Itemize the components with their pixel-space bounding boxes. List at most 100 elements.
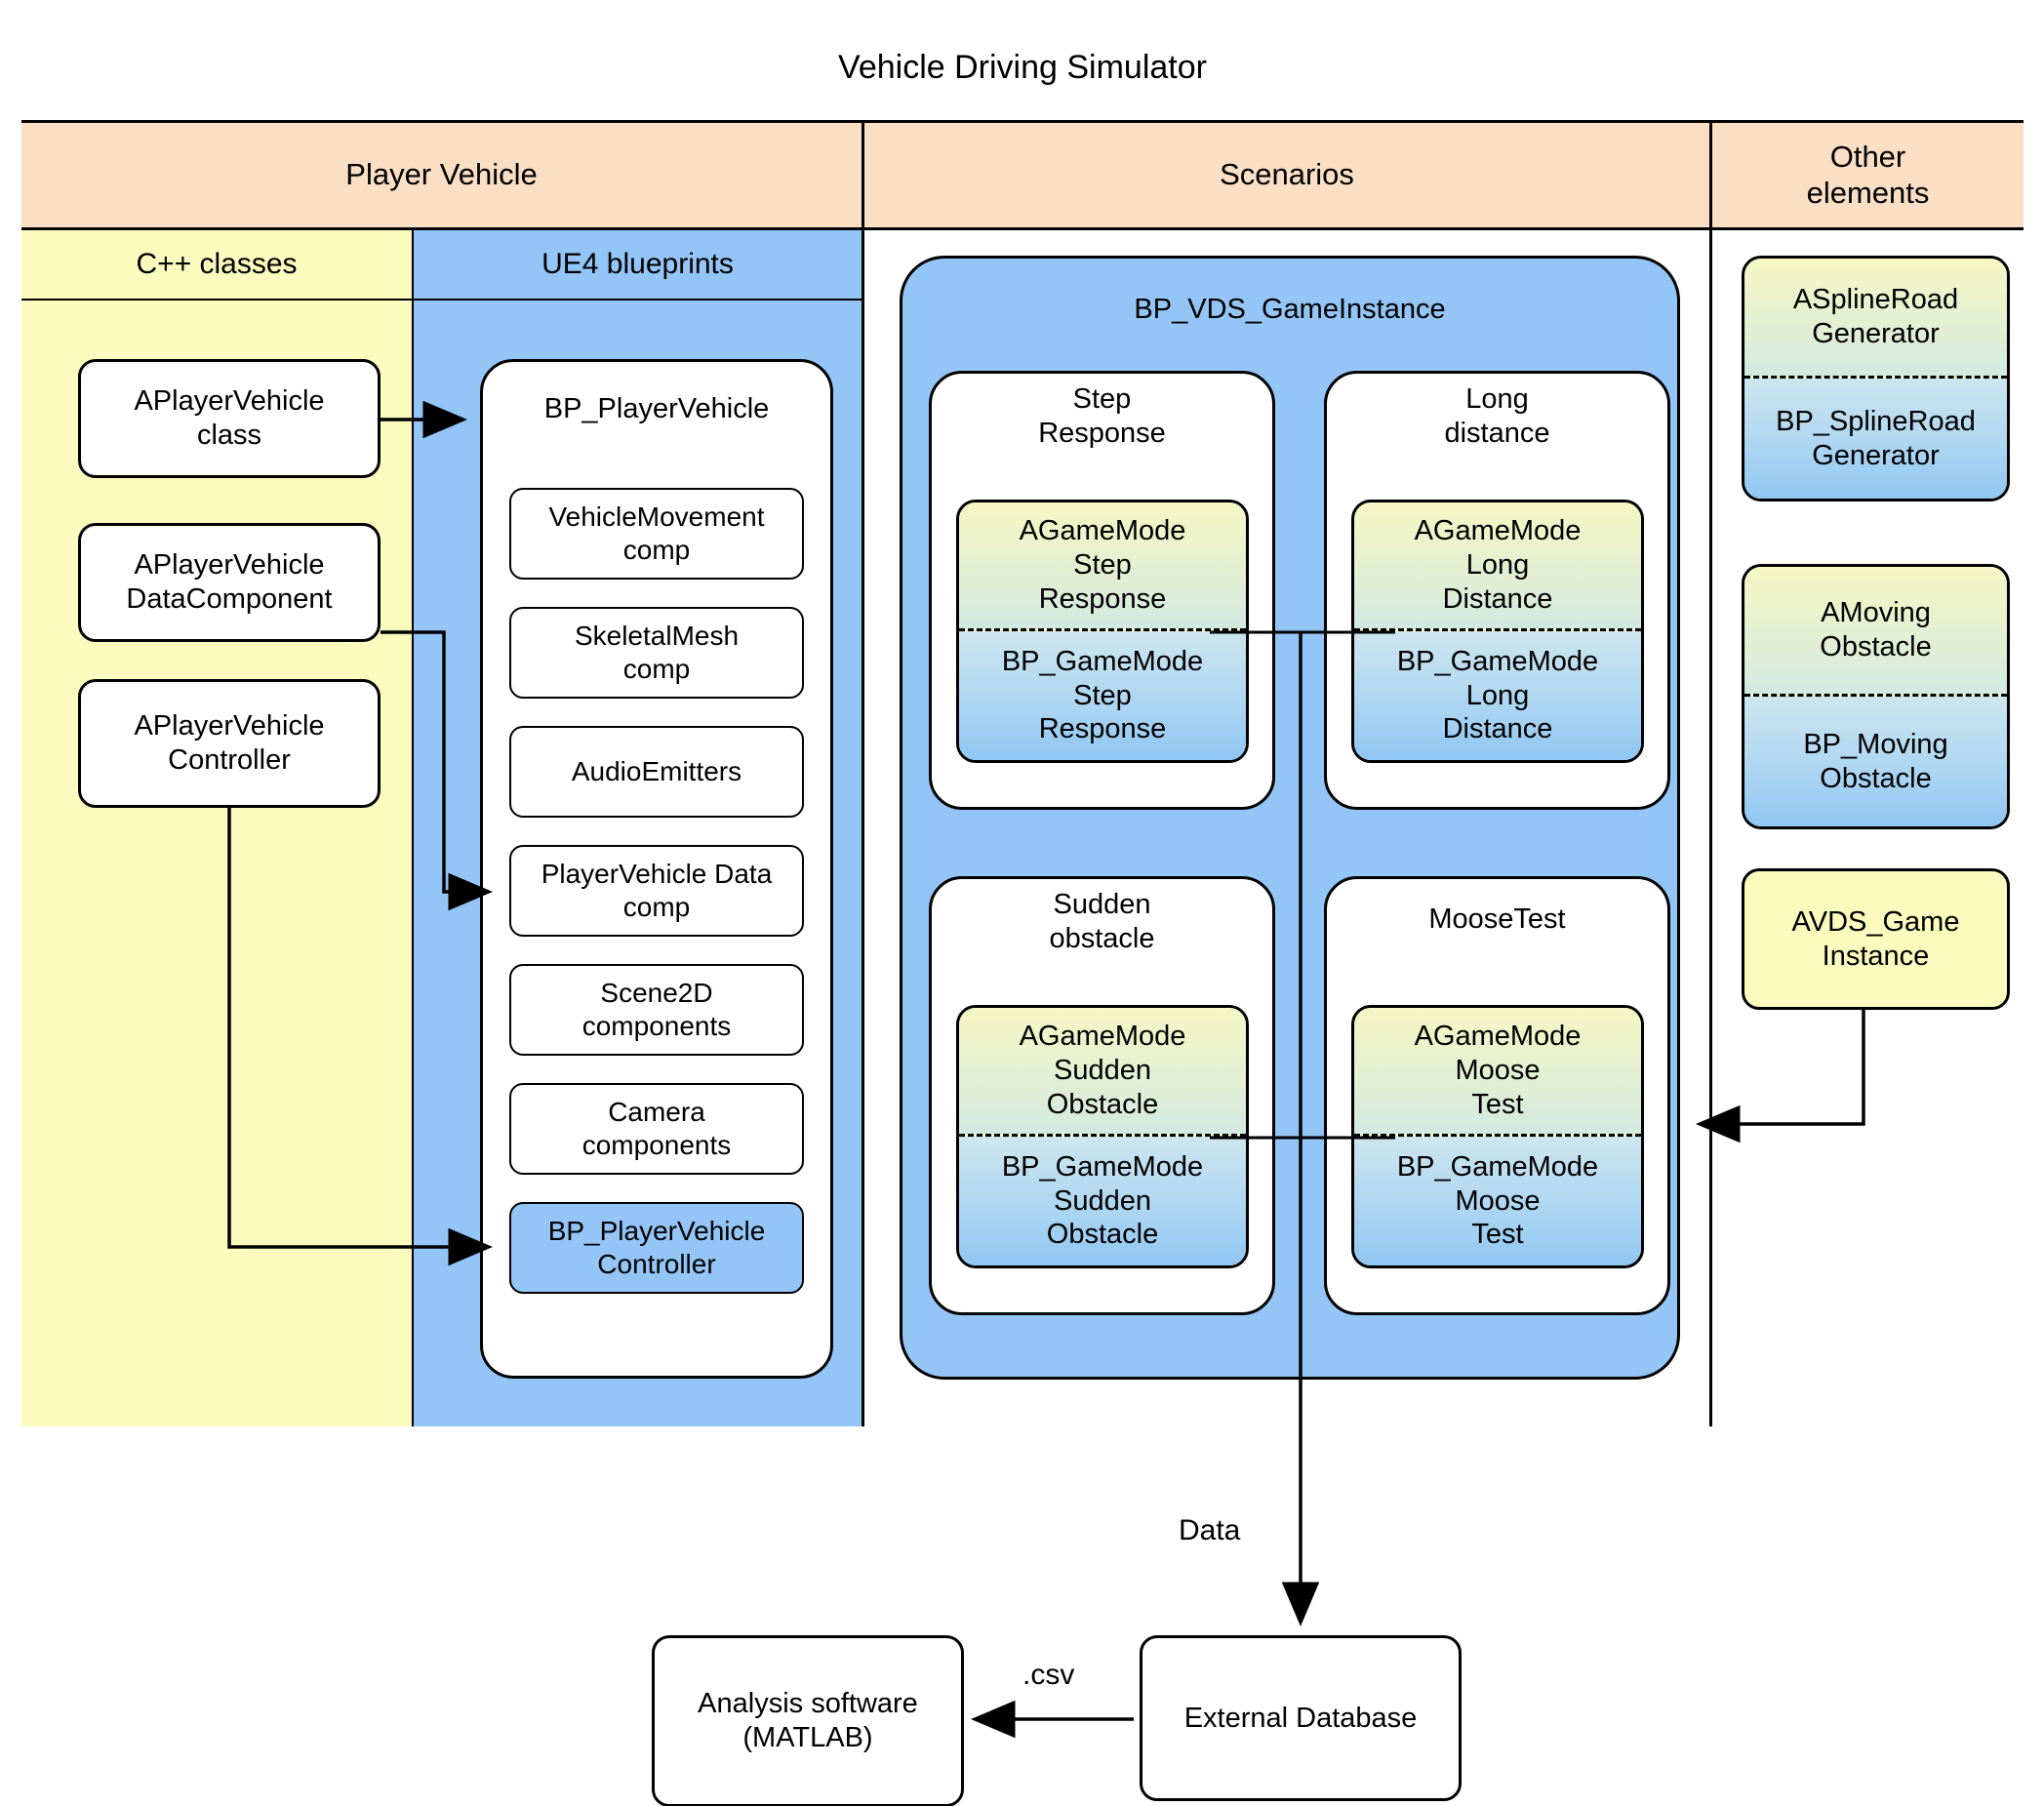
node-aplayervehicle-controller[interactable]: APlayerVehicle Controller <box>78 679 381 808</box>
scenario-name-line2: obstacle <box>1049 922 1155 954</box>
node-label-line2: components <box>581 1130 732 1160</box>
blueprint-line1: BP_GameMode <box>1396 1150 1599 1183</box>
node-label-line1: VehicleMovement <box>548 502 765 533</box>
splitbox-moosetest[interactable]: AGameMode Moose Test BP_GameMode Moose T… <box>1351 1005 1644 1268</box>
node-label-line1: BP_PlayerVehicle <box>547 1216 766 1247</box>
blueprint-line2: Moose <box>1455 1184 1541 1217</box>
class-line1: ASplineRoad <box>1792 284 1959 316</box>
node-vehiclemovement-comp[interactable]: VehicleMovement comp <box>509 488 804 580</box>
splitbox-class-half: AMoving Obstacle <box>1744 567 2007 697</box>
node-label-line2: components <box>581 1011 732 1041</box>
splitbox-blueprint-half: BP_Moving Obstacle <box>1744 697 2007 826</box>
blueprint-line3: Obstacle <box>1046 1219 1159 1251</box>
blueprint-line1: BP_Moving <box>1803 728 1948 760</box>
node-playervehicle-data-comp[interactable]: PlayerVehicle Data comp <box>509 845 804 937</box>
node-camera-components[interactable]: Camera components <box>509 1083 804 1175</box>
splitbox-class-half: AGameMode Step Response <box>959 502 1246 631</box>
page-title: Vehicle Driving Simulator <box>838 49 1207 86</box>
node-analysis-software[interactable]: Analysis software (MATLAB) <box>652 1635 964 1806</box>
node-label-line1: APlayerVehicle <box>134 549 325 582</box>
class-line2: Generator <box>1812 318 1940 349</box>
group-label-other-elements-line2: elements <box>1806 175 1930 210</box>
node-label-line2: (MATLAB) <box>742 1722 873 1753</box>
blueprint-line1: BP_GameMode <box>1001 645 1204 677</box>
diagram-title-band: Vehicle Driving Simulator <box>21 16 2024 123</box>
splitbox-long-distance[interactable]: AGameMode Long Distance BP_GameMode Long… <box>1351 500 1644 763</box>
node-label-line1: APlayerVehicle <box>134 710 325 742</box>
splitbox-step-response[interactable]: AGameMode Step Response BP_GameMode Step… <box>956 500 1249 763</box>
scenario-name-line1: Step <box>1072 383 1132 415</box>
class-line3: Test <box>1471 1088 1524 1120</box>
splitbox-splineroad-generator[interactable]: ASplineRoad Generator BP_SplineRoad Gene… <box>1742 256 2010 502</box>
splitbox-blueprint-half: BP_GameMode Moose Test <box>1354 1137 1641 1265</box>
class-line2: Sudden <box>1054 1055 1151 1087</box>
scenario-name-line1: Long <box>1465 383 1529 415</box>
blueprint-line1: BP_GameMode <box>1001 1150 1204 1183</box>
group-header-player-vehicle: Player Vehicle <box>21 123 864 230</box>
blueprint-line2: Step <box>1073 679 1132 711</box>
node-label-line2: Instance <box>1822 940 1930 972</box>
class-line1: AGameMode <box>1414 515 1582 547</box>
blueprint-line2: Obstacle <box>1820 762 1932 794</box>
node-skeletalmesh-comp[interactable]: SkeletalMesh comp <box>509 607 804 699</box>
blueprint-line3: Response <box>1038 713 1167 745</box>
blueprint-line2: Generator <box>1812 439 1940 471</box>
class-line1: AMoving <box>1821 597 1931 629</box>
group-header-other-elements: Other elements <box>1712 123 2024 230</box>
node-label-line2: Controller <box>597 1249 716 1279</box>
node-aplayervehicle-class[interactable]: APlayerVehicle class <box>78 359 381 478</box>
group-label-other-elements-line1: Other <box>1829 139 1906 174</box>
class-line2: Moose <box>1455 1055 1541 1087</box>
node-label-line1: SkeletalMesh <box>574 621 740 652</box>
class-line3: Obstacle <box>1046 1088 1159 1120</box>
node-label-line1: Camera <box>608 1097 705 1128</box>
class-line2: Obstacle <box>1820 631 1932 662</box>
node-label-line2: DataComponent <box>126 583 333 615</box>
subheader-ue4-blueprints: UE4 blueprints <box>414 230 864 301</box>
class-line1: AGameMode <box>1019 515 1186 547</box>
blueprint-line3: Test <box>1471 1219 1524 1251</box>
node-label-line1: PlayerVehicle Data <box>541 859 773 890</box>
splitbox-class-half: AGameMode Long Distance <box>1354 502 1641 631</box>
node-label-line2: comp <box>622 654 691 684</box>
edge-label-csv: .csv <box>1022 1659 1075 1691</box>
group-header-scenarios: Scenarios <box>864 123 1712 230</box>
container-title-bp-vds-gameinstance: BP_VDS_GameInstance <box>1134 294 1446 325</box>
node-bp-playervehicle-controller[interactable]: BP_PlayerVehicle Controller <box>509 1202 804 1294</box>
node-avds-gameinstance[interactable]: AVDS_Game Instance <box>1742 868 2010 1010</box>
node-audioemitters[interactable]: AudioEmitters <box>509 726 804 818</box>
scenario-name-line2: Response <box>1038 417 1166 449</box>
node-label-external-database: External Database <box>1183 1702 1418 1734</box>
node-label-line1: Analysis software <box>698 1688 918 1720</box>
node-label-line1: APlayerVehicle <box>134 385 325 418</box>
class-line2: Step <box>1073 549 1132 582</box>
scenario-name-line2: distance <box>1444 417 1550 449</box>
card-title-bp-playervehicle: BP_PlayerVehicle <box>543 393 770 424</box>
splitbox-blueprint-half: BP_SplineRoad Generator <box>1744 379 2007 499</box>
node-label-line1: Scene2D <box>600 978 713 1009</box>
node-aplayervehicle-datacomponent[interactable]: APlayerVehicle DataComponent <box>78 523 381 642</box>
node-scene2d-components[interactable]: Scene2D components <box>509 964 804 1056</box>
subheader-label-cpp-classes: C++ classes <box>136 248 298 280</box>
class-line3: Response <box>1038 582 1167 615</box>
splitbox-class-half: ASplineRoad Generator <box>1744 259 2007 379</box>
node-label-line2: comp <box>622 535 691 565</box>
class-line1: AGameMode <box>1019 1021 1186 1053</box>
splitbox-class-half: AGameMode Moose Test <box>1354 1008 1641 1137</box>
node-label-line1: AudioEmitters <box>571 756 742 787</box>
blueprint-line3: Distance <box>1442 713 1553 745</box>
node-label-line2: Controller <box>168 744 291 776</box>
splitbox-blueprint-half: BP_GameMode Step Response <box>959 631 1246 760</box>
class-line3: Distance <box>1442 582 1553 615</box>
node-label-line2: class <box>196 420 262 451</box>
group-label-player-vehicle: Player Vehicle <box>345 157 538 192</box>
blueprint-line2: Sudden <box>1054 1184 1151 1217</box>
node-label-line1: AVDS_Game <box>1791 905 1960 938</box>
splitbox-blueprint-half: BP_GameMode Sudden Obstacle <box>959 1137 1246 1265</box>
scenario-name-line1: Sudden <box>1053 889 1151 920</box>
splitbox-sudden-obstacle[interactable]: AGameMode Sudden Obstacle BP_GameMode Su… <box>956 1005 1249 1268</box>
node-external-database[interactable]: External Database <box>1140 1635 1462 1801</box>
splitbox-moving-obstacle[interactable]: AMoving Obstacle BP_Moving Obstacle <box>1742 564 2010 829</box>
class-line2: Long <box>1465 549 1530 582</box>
